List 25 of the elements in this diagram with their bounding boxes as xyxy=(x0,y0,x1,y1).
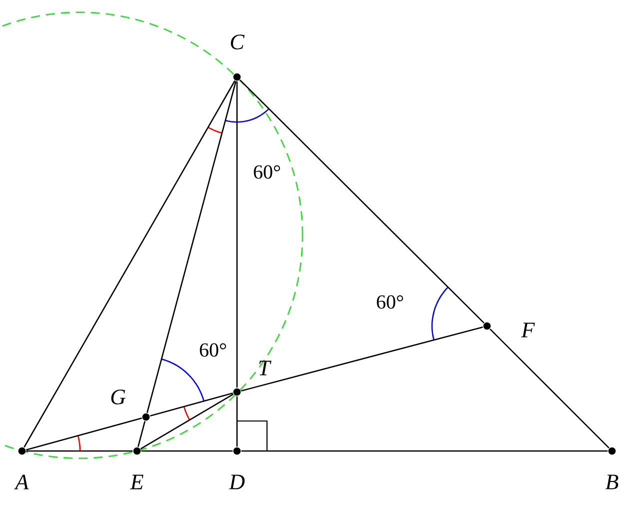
line-segment xyxy=(240,80,484,324)
point-label: D xyxy=(228,474,245,490)
point-label: F xyxy=(521,322,535,338)
point-label: A xyxy=(14,474,29,490)
line-segment xyxy=(236,396,238,447)
point-label: G xyxy=(111,390,126,404)
angle-label: 60° xyxy=(200,343,226,357)
line-segment xyxy=(241,326,483,392)
line-segment xyxy=(140,394,234,450)
line-segment xyxy=(26,450,133,452)
line-segment xyxy=(24,80,236,448)
line-segment xyxy=(236,81,238,388)
line-segment xyxy=(150,392,233,416)
line-segment xyxy=(141,450,233,452)
line-segment xyxy=(241,450,608,452)
point-label: T xyxy=(259,360,272,376)
line-segment xyxy=(137,421,146,447)
line-segment xyxy=(146,81,237,413)
line-segment xyxy=(490,328,610,448)
line-segment xyxy=(26,418,142,450)
angle-label: 60° xyxy=(254,165,280,179)
point-label: E xyxy=(130,474,144,490)
point-label: C xyxy=(230,34,245,50)
point-label: B xyxy=(606,474,618,490)
angle-label: 60° xyxy=(376,295,404,309)
